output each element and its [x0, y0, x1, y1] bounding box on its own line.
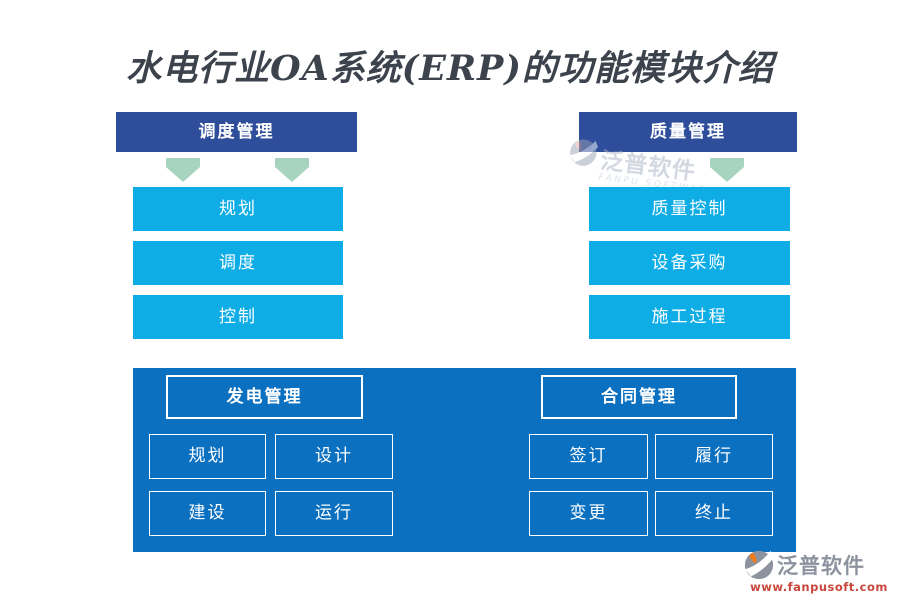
down-arrow-icon — [275, 158, 309, 182]
generation-item: 设计 — [275, 434, 393, 479]
down-arrow-icon — [166, 158, 200, 182]
quality-item: 施工过程 — [589, 295, 790, 339]
dispatch-item: 规划 — [133, 187, 343, 231]
generation-item: 建设 — [149, 491, 266, 536]
footer-logo: 泛普软件 www.fanpusoft.com — [744, 550, 894, 594]
dispatch-item: 调度 — [133, 241, 343, 285]
quality-group-header: 质量管理 — [579, 112, 797, 152]
contract-item: 终止 — [655, 491, 773, 536]
down-arrow-icon — [710, 158, 744, 182]
contract-item: 履行 — [655, 434, 773, 479]
quality-item: 设备采购 — [589, 241, 790, 285]
dispatch-group-header: 调度管理 — [116, 112, 357, 152]
dispatch-item: 控制 — [133, 295, 343, 339]
fanpu-logo-icon — [744, 550, 774, 580]
generation-item: 规划 — [149, 434, 266, 479]
page-title: 水电行业OA系统(ERP)的功能模块介绍 — [126, 48, 774, 89]
footer-brand: 泛普软件 — [777, 554, 865, 578]
bottom-panel: 发电管理 规划 设计 建设 运行 合同管理 签订 履行 变更 终止 — [133, 368, 796, 552]
quality-item: 质量控制 — [589, 187, 790, 231]
generation-item: 运行 — [275, 491, 393, 536]
footer-url: www.fanpusoft.com — [750, 580, 888, 594]
contract-item: 变更 — [529, 491, 648, 536]
generation-group-header: 发电管理 — [166, 375, 363, 419]
contract-group-header: 合同管理 — [541, 375, 737, 419]
contract-item: 签订 — [529, 434, 648, 479]
